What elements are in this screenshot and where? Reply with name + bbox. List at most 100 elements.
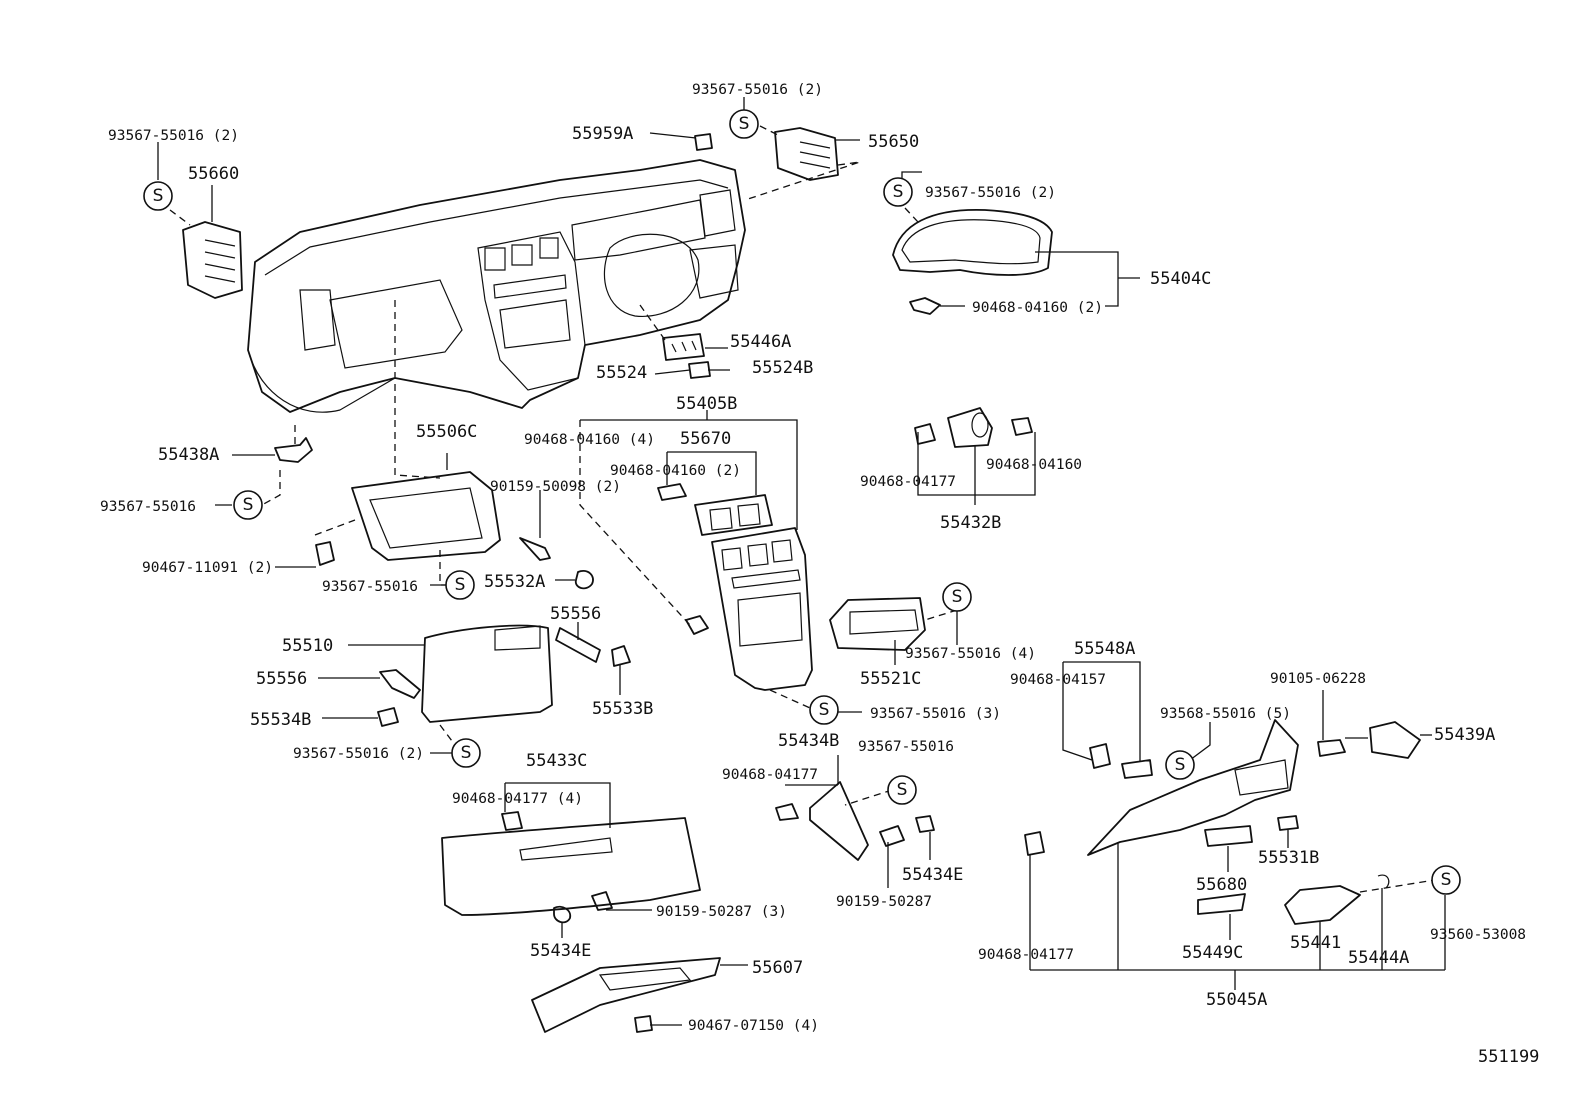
part-label-55521c: 55521C (860, 669, 921, 689)
part-label-90468-04160-single: 90468-04160 (986, 457, 1082, 473)
s-symbol-icon: S (887, 775, 917, 805)
part-label-55959a: 55959A (572, 124, 633, 144)
part-label-93567-55016-3: 93567-55016 (3) (870, 706, 1001, 722)
s-symbol-icon: S (143, 181, 173, 211)
part-label-55432b: 55432B (940, 513, 1001, 533)
part-label-55660: 55660 (188, 164, 239, 184)
s-symbol-icon: S (233, 490, 263, 520)
part-label-55439a: 55439A (1434, 725, 1495, 745)
s-symbol-icon: S (809, 695, 839, 725)
glove-box-55510 (377, 624, 631, 727)
part-label-55434e-left: 55434E (530, 941, 591, 961)
svg-text:S: S (739, 114, 750, 134)
part-labels: 93567-55016 (2) 55959A 55650 93567-55016… (100, 82, 1539, 1067)
part-label-55524b: 55524B (752, 358, 813, 378)
svg-text:S: S (897, 780, 908, 800)
box-55506C (315, 471, 594, 590)
part-label-55434e-right: 55434E (902, 865, 963, 885)
part-label-55680: 55680 (1196, 875, 1247, 895)
part-label-93567-55016-mid: 93567-55016 (322, 579, 418, 595)
meter-hood-55404C (892, 209, 1053, 315)
svg-text:S: S (455, 575, 466, 595)
part-label-55548a: 55548A (1074, 639, 1135, 659)
s-symbol-icon: S (1431, 865, 1461, 895)
part-label-55556-top: 55556 (550, 604, 601, 624)
switch-55446A (662, 333, 711, 379)
part-label-55532a: 55532A (484, 572, 545, 592)
s-symbol-icon: S (1165, 750, 1195, 780)
part-label-93567-55016-2-right: 93567-55016 (2) (925, 185, 1056, 201)
part-label-90468-04160-4: 90468-04160 (4) (524, 432, 655, 448)
svg-text:S: S (819, 700, 830, 720)
part-label-55534b: 55534B (250, 710, 311, 730)
s-symbol-icon: S (729, 109, 759, 139)
part-label-55444a: 55444A (1348, 948, 1409, 968)
part-label-55405b: 55405B (676, 394, 737, 414)
part-label-93567-55016-2-top: 93567-55016 (2) (692, 82, 823, 98)
part-label-90105-06228: 90105-06228 (1270, 671, 1366, 687)
part-label-55556-left: 55556 (256, 669, 307, 689)
part-label-55506c: 55506C (416, 422, 477, 442)
bracket-55434B (775, 781, 935, 861)
part-label-93567-55016-2-bottom: 93567-55016 (2) (293, 746, 424, 762)
s-symbol-icon: S (445, 570, 475, 600)
part-label-93567-55016-r: 93567-55016 (858, 739, 954, 755)
part-label-55441: 55441 (1290, 933, 1341, 953)
s-symbol-icon: S (451, 738, 481, 768)
part-label-55438a: 55438A (158, 445, 219, 465)
part-label-90159-50287: 90159-50287 (836, 894, 932, 910)
part-label-90468-04177-c: 90468-04177 (978, 947, 1074, 963)
under-cover-55607 (531, 957, 721, 1033)
part-label-93567-55016-4: 93567-55016 (4) (905, 646, 1036, 662)
part-label-90159-50098-2: 90159-50098 (2) (490, 479, 621, 495)
s-symbol-icon: S (883, 177, 913, 207)
part-label-55533b: 55533B (592, 699, 653, 719)
part-label-90468-04157: 90468-04157 (1010, 672, 1106, 688)
lower-panel-55045A (1024, 719, 1421, 925)
part-label-55670: 55670 (680, 429, 731, 449)
figure-code: 551199 (1478, 1047, 1539, 1067)
vent-55660 (182, 221, 243, 299)
part-label-93567-55016-2-left: 93567-55016 (2) (108, 128, 239, 144)
svg-text:S: S (1441, 870, 1452, 890)
s-symbol-icon: S (942, 582, 972, 612)
part-label-55404c: 55404C (1150, 269, 1211, 289)
svg-text:S: S (1175, 755, 1186, 775)
bracket-55438A (274, 437, 313, 463)
part-label-90467-11091-2: 90467-11091 (2) (142, 560, 273, 576)
svg-text:S: S (893, 182, 904, 202)
part-label-55449c: 55449C (1182, 943, 1243, 963)
lower-panel-55433C (441, 811, 701, 924)
svg-text:S: S (243, 495, 254, 515)
leader-lines (157, 97, 1446, 1026)
part-label-55524: 55524 (596, 363, 647, 383)
clips-55432B (914, 407, 1033, 448)
part-label-55607: 55607 (752, 958, 803, 978)
part-label-93560-53008: 93560-53008 (1430, 927, 1526, 943)
part-label-90468-04177-b: 90468-04177 (722, 767, 818, 783)
register-55521C (829, 597, 926, 651)
part-label-90468-04160-2-right: 90468-04160 (2) (972, 300, 1103, 316)
s-symbols: S S S S S S S S S S S (143, 109, 1461, 895)
part-label-93568-55016-5: 93568-55016 (5) (1160, 706, 1291, 722)
part-label-55434b: 55434B (778, 731, 839, 751)
part-label-55433c: 55433C (526, 751, 587, 771)
part-label-55446a: 55446A (730, 332, 791, 352)
part-label-90468-04177-4: 90468-04177 (4) (452, 791, 583, 807)
part-label-55531b: 55531B (1258, 848, 1319, 868)
instrument-panel-main (247, 159, 746, 413)
part-label-55650: 55650 (868, 132, 919, 152)
part-label-93567-55016-left: 93567-55016 (100, 499, 196, 515)
vent-55650 (694, 127, 839, 181)
part-label-90467-07150-4: 90467-07150 (4) (688, 1018, 819, 1034)
svg-text:S: S (153, 186, 164, 206)
part-label-90468-04177-a: 90468-04177 (860, 474, 956, 490)
part-label-90468-04160-2-mid: 90468-04160 (2) (610, 463, 741, 479)
center-cluster-55405B (657, 483, 813, 691)
svg-text:S: S (461, 743, 472, 763)
svg-text:S: S (952, 587, 963, 607)
part-label-55510: 55510 (282, 636, 333, 656)
part-label-55045a: 55045A (1206, 990, 1267, 1010)
part-label-90159-50287-3: 90159-50287 (3) (656, 904, 787, 920)
